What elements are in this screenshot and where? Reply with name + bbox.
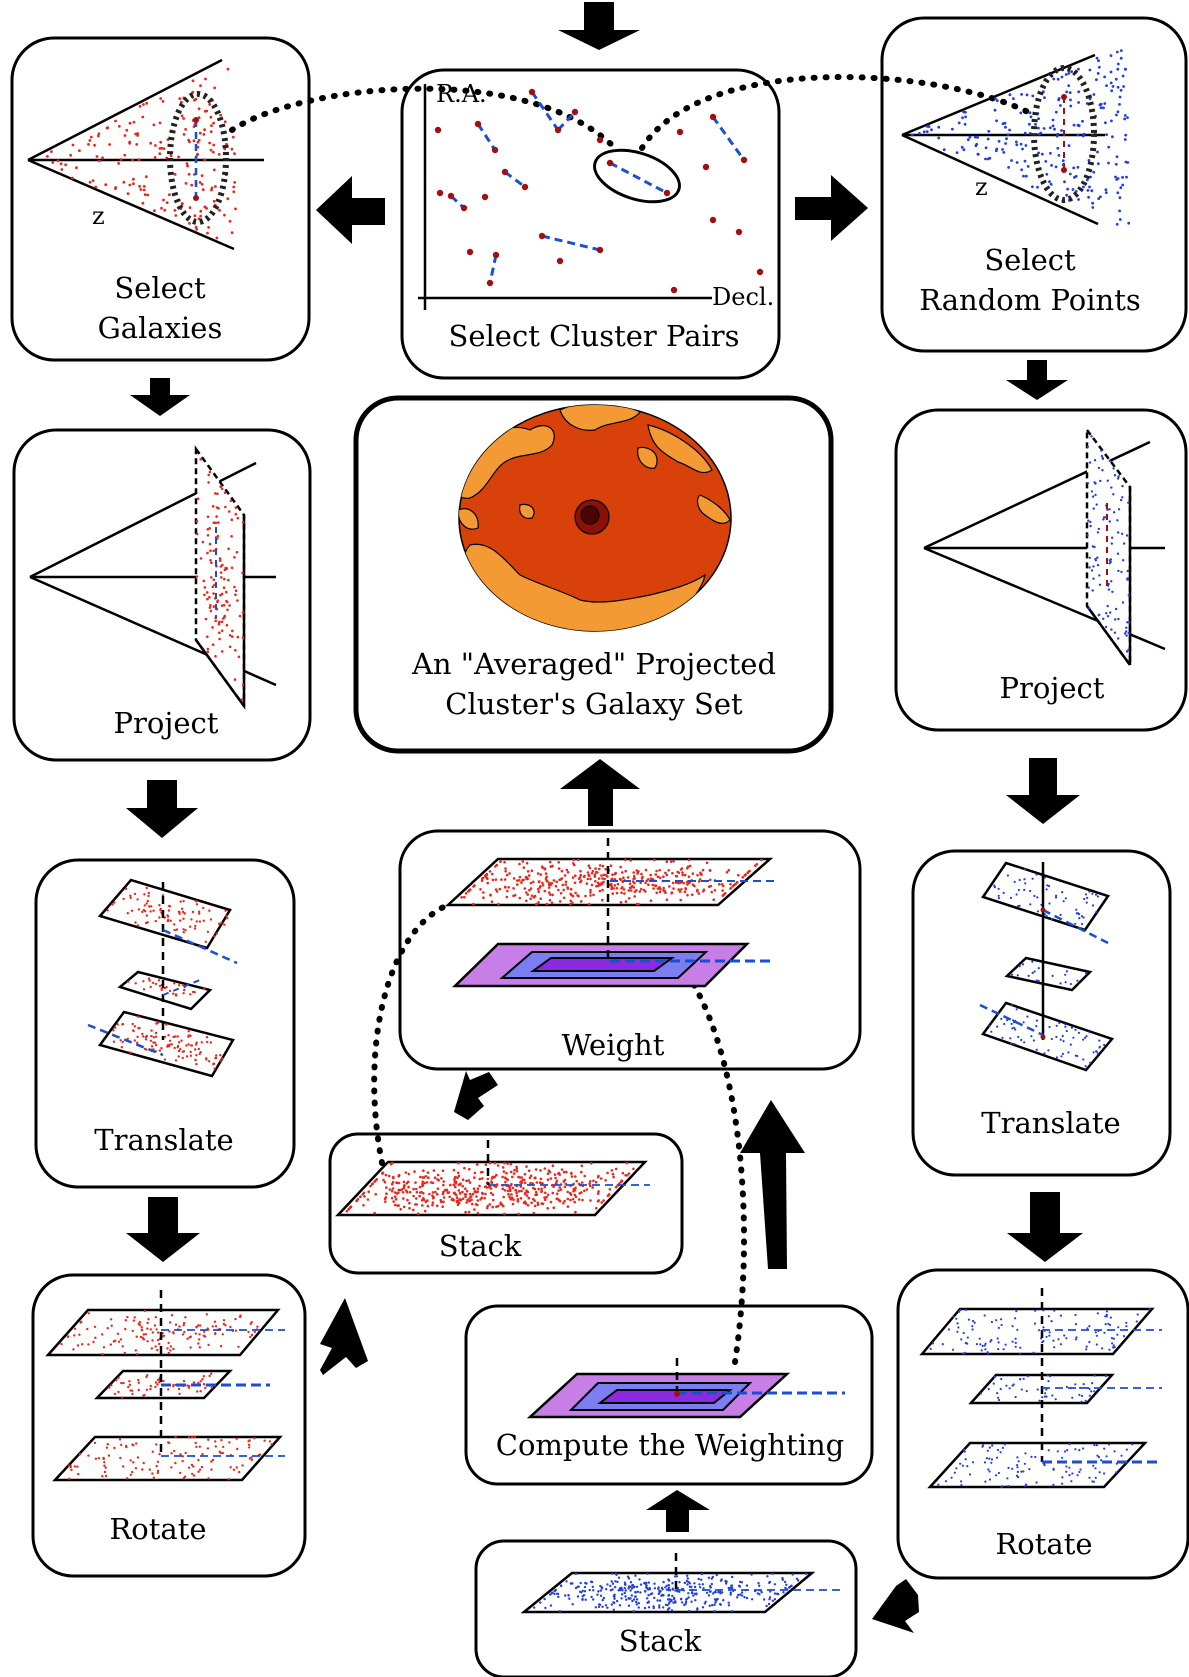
translate-left-graphic: [87, 878, 238, 1078]
arrow-rotate-right-to-stack: [872, 1579, 919, 1633]
translate-right-box: [911, 849, 1172, 1177]
z-axis-label-right: z: [975, 173, 988, 201]
averaged-label-2: Cluster's Galaxy Set: [445, 687, 743, 721]
arrow-rotate-to-stack: [320, 1298, 368, 1375]
arrow-to-galaxies: [316, 176, 385, 244]
project-right-graphic: [923, 426, 1166, 669]
weight-label: Weight: [562, 1028, 665, 1062]
rotate-right-graphic: [919, 1288, 1162, 1489]
stack-galaxies-label: Stack: [439, 1229, 522, 1263]
select-cluster-pairs-box: [400, 68, 781, 380]
stack-random-graphic: [520, 1553, 840, 1614]
select-galaxies-label-1: Select: [114, 271, 206, 305]
select-cluster-pairs-label: Select Cluster Pairs: [448, 319, 739, 353]
arrow-project-right-down: [1006, 758, 1080, 824]
decl-axis-label: Decl.: [712, 283, 774, 311]
translate-right-label: Translate: [981, 1106, 1120, 1140]
rotate-left-label: Rotate: [109, 1512, 206, 1546]
weight-graphic: [444, 838, 775, 988]
project-left-label: Project: [114, 706, 219, 740]
ra-axis-label: R.A.: [436, 80, 487, 108]
dotted-link-compute-weight: [691, 982, 748, 1365]
stack-random-label: Stack: [619, 1624, 702, 1658]
galaxy-cone: [27, 58, 264, 251]
arrow-top-down: [558, 2, 640, 50]
translate-right-graphic: [979, 861, 1115, 1072]
arrow-to-random: [795, 175, 868, 241]
select-random-label-1: Select: [984, 243, 1076, 277]
arrow-random-down: [1006, 360, 1068, 400]
dotted-link-left: [229, 85, 615, 148]
project-left-graphic: [29, 445, 277, 710]
arrow-stack-to-weight: [454, 1071, 498, 1120]
dotted-link-right: [639, 74, 1031, 151]
stack-galaxies-graphic: [335, 1140, 650, 1217]
arrow-galaxies-down: [130, 378, 190, 416]
project-right-label: Project: [1000, 671, 1105, 705]
arrow-compute-to-weight: [740, 1100, 805, 1269]
select-random-points-box: [880, 16, 1188, 353]
arrows: [126, 2, 1083, 1633]
select-galaxies-label-2: Galaxies: [98, 311, 223, 345]
random-cone: [901, 49, 1131, 226]
cluster-pairs-plot: [418, 84, 764, 310]
arrow-translate-right-down: [1007, 1192, 1083, 1262]
averaged-label-1: An "Averaged" Projected: [411, 647, 776, 681]
z-axis-label-left: z: [92, 202, 105, 230]
rotate-right-label: Rotate: [995, 1527, 1092, 1561]
select-galaxies-box: [10, 36, 311, 362]
arrow-to-averaged: [560, 759, 640, 826]
arrow-translate-left-down: [126, 1197, 200, 1262]
arrow-project-left-down: [126, 780, 198, 838]
arrow-stackrandom-to-compute: [646, 1490, 710, 1532]
select-random-label-2: Random Points: [919, 283, 1141, 317]
compute-weighting-label: Compute the Weighting: [496, 1428, 844, 1462]
rotate-left-graphic: [45, 1290, 285, 1482]
translate-left-label: Translate: [94, 1123, 233, 1157]
compute-weighting-graphic: [526, 1358, 845, 1419]
